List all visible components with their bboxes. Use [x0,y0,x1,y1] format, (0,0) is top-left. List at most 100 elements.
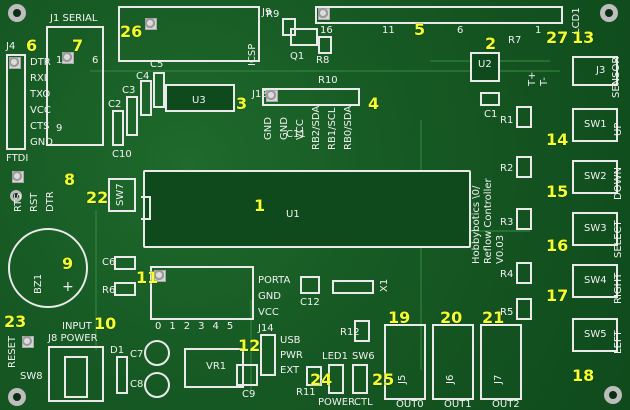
mounting-hole-bottom-left [8,388,26,406]
dtr-label: DTR [45,191,56,212]
out2-label: OUT2 [492,399,520,410]
r4-resistor [516,262,532,284]
sw2-down-button[interactable] [572,160,618,194]
j8-power-jack [48,346,104,402]
sw4-right-button[interactable] [572,264,618,298]
sw6-switch[interactable] [352,364,368,394]
j4-ftdi-connector [6,54,26,150]
r6-resistor [114,282,136,296]
porta-pin-numbers: 0 1 2 3 4 5 [155,322,255,332]
callout-22: 22 [86,188,109,207]
r12-label: R12 [340,327,360,338]
icsp-label: ICSP [247,43,258,66]
porta-header [150,266,254,320]
sw3-select-button[interactable] [572,212,618,246]
pad [62,52,72,62]
j4-dtr: DTR [30,57,51,68]
callout-20: 20 [440,308,463,327]
r1-label: R1 [500,115,514,126]
j6-label: J6 [445,374,456,384]
trace [90,70,560,72]
callout-2: 2 [485,34,497,53]
j14-pwr: PWR [280,350,303,361]
mounting-hole-top-left [8,4,26,22]
j8-power-label: J8 POWER [48,333,98,344]
bz1-plus: + [62,279,74,295]
r1-resistor [516,106,532,128]
u2-label: U2 [478,59,492,70]
callout-26: 26 [120,22,143,41]
x1-label: X1 [379,278,390,292]
sw8-pins[interactable] [22,336,36,370]
reset-label: RESET [7,335,18,368]
r2-label: R2 [500,163,514,174]
lcd1-pins [318,8,562,22]
c9-label: C9 [242,389,256,400]
c1-label: C1 [484,109,498,120]
callout-12: 12 [238,336,261,355]
j4-pins [9,57,23,147]
d1-label: D1 [110,345,125,356]
callout-17: 17 [546,286,569,305]
d1-diode [116,356,128,394]
j13-pin-rb1: RB1/SCL [327,107,338,150]
up-label: UP [613,122,624,136]
r4-label: R4 [500,269,514,280]
bz1-buzzer [8,228,88,308]
j14-usb: USB [280,335,301,346]
sw1-up-button[interactable] [572,108,618,142]
j13-pins [266,90,358,104]
down-label: DOWN [613,167,624,200]
ctl-label: CTL [354,397,373,408]
porta-gnd: GND [258,291,281,302]
j4-gnd: GND [30,137,53,148]
u3-chip [165,84,235,112]
c7-label: C7 [130,349,144,360]
r2-resistor [516,156,532,178]
sw7-switch[interactable] [108,178,136,212]
j13-pin-rb2: RB2/SDA [311,105,322,150]
porta-pin-0: 0 [155,321,162,332]
c3-label: C3 [122,85,136,96]
j4-txo: TXO [30,89,51,100]
out1-label: OUT1 [444,399,472,410]
callout-3: 3 [236,94,248,113]
j4-vcc: VCC [30,105,51,116]
pad [145,18,155,28]
j4-label: J4 [6,41,16,52]
input-label: INPUT [62,321,92,332]
led1-pad [328,364,344,394]
x1-crystal [332,280,374,294]
sw2-label: SW2 [584,171,607,182]
j6-output-connector [432,324,474,400]
c5-label: C5 [150,59,164,70]
callout-23: 23 [4,312,27,331]
j14-jumper[interactable] [260,334,276,376]
j3-label: J3 [596,65,606,76]
callout-8: 8 [64,170,76,189]
callout-4: 4 [368,94,380,113]
sw5-left-button[interactable] [572,318,618,352]
out0-label: OUT0 [396,399,424,410]
c7-capacitor [144,340,170,366]
r3-resistor [516,208,532,230]
trace [95,210,97,350]
j1-pins [62,52,92,132]
j14-label: J14 [258,323,274,334]
callout-9: 9 [62,254,74,273]
r11-label: R11 [296,387,316,398]
c4-capacitor [140,80,152,116]
j13-pin-rb0: RB0/SDA [343,105,354,150]
callout-10: 10 [94,314,117,333]
c2-capacitor [112,110,124,146]
rts-rst-dtr-pins [12,171,56,185]
porta-vcc: VCC [258,307,279,318]
j1-serial-label: J1 SERIAL [50,13,98,24]
c2-label: C2 [108,99,122,110]
porta-pin-1: 1 [169,321,176,332]
r5-resistor [516,298,532,320]
sensor-label: SENSOR [611,56,622,98]
c11-label: C11 [286,129,306,140]
callout-24: 24 [310,370,333,389]
callout-27: 27 [546,28,569,47]
